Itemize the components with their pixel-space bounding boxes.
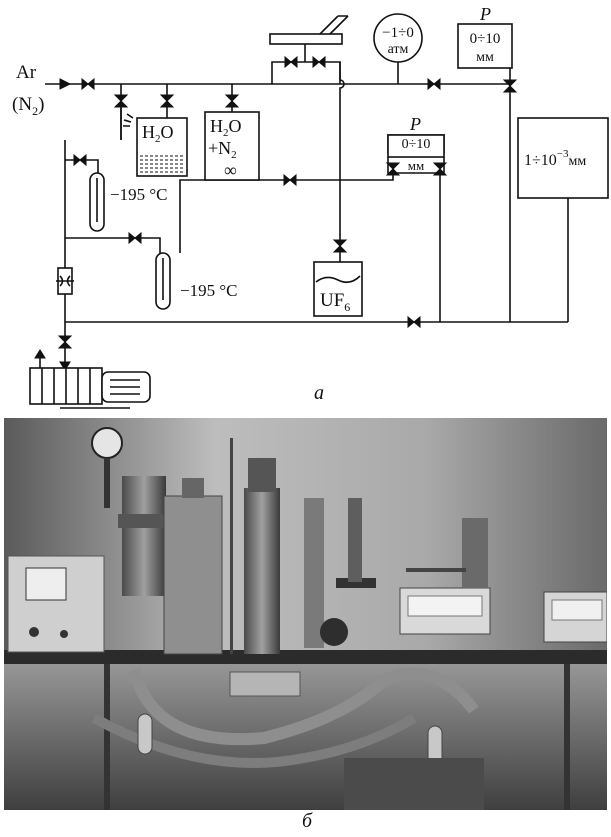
trap-upper-temp: −195 °C: [110, 185, 167, 204]
flask-water-label: H2O: [142, 122, 174, 145]
photo-manometer: [91, 427, 123, 459]
valve-uf6: [332, 239, 348, 253]
photo-hose: [128, 667, 479, 746]
vacuum-gauge-label: 1÷10−3мм: [524, 148, 586, 169]
p-gauge-top-unit: мм: [476, 50, 494, 65]
trap-lower-pipe: [65, 237, 161, 255]
valve-trap-lower: [128, 231, 142, 245]
top-chamber-funnel: [319, 15, 349, 35]
valve-bypass-right: [312, 55, 326, 69]
uf6-line: [339, 62, 345, 250]
p-gauge-mid-symbol: P: [409, 114, 421, 134]
uf6-vessel: [313, 261, 363, 317]
schematic-diagram: Ar (N2) −195 °C −195 °C H2O H2O: [12, 4, 609, 409]
panel-a-caption: а: [314, 382, 324, 404]
valve-bypass-left: [284, 55, 298, 69]
flask-water-tap: [123, 113, 134, 127]
p-gauge-mid-range: 0÷10: [402, 137, 431, 152]
apparatus-photo: [4, 418, 607, 810]
p-gauge-mid-unit: мм: [408, 158, 424, 173]
flask-water-n2-line3: ∞: [224, 160, 237, 180]
valve-trap-upper: [73, 153, 87, 167]
inlet-gas-alt-label: (N2): [12, 94, 44, 118]
valve-atm-gauge-line: [427, 77, 441, 91]
uf6-vessel-level: [315, 275, 361, 284]
photo-pump: [344, 758, 484, 810]
vacuum-gauge: [517, 117, 609, 199]
bypass-line: [271, 61, 341, 84]
uf6-vessel-label: UF6: [320, 290, 350, 314]
panel-b-caption: б: [302, 810, 313, 832]
valve-p-gauge-mid: [432, 162, 448, 176]
flask-water-n2-line2: +N2: [208, 138, 237, 161]
valve-pump: [57, 335, 73, 349]
vacuum-pump: [29, 367, 151, 409]
flask-water-n2: [204, 111, 260, 181]
photo-table: [4, 650, 607, 664]
valve-flask-water: [159, 94, 175, 108]
atm-gauge: [373, 13, 423, 63]
photo-cylinder-2: [163, 495, 223, 655]
flask-water-n2-line1: H2O: [210, 116, 242, 139]
atm-gauge-range: −1÷0: [382, 25, 414, 41]
trap-lower-temp: −195 °C: [180, 281, 237, 300]
flexible-joint: [56, 267, 74, 295]
trap-upper-pipe: [65, 159, 99, 175]
inlet-valve: [81, 77, 95, 91]
flask-water-level: [140, 155, 184, 173]
inlet-gas-label: Ar: [16, 62, 37, 83]
atm-gauge-unit: атм: [388, 42, 409, 57]
p-gauge-top-symbol: P: [479, 4, 491, 24]
photo-cylinder-1: [122, 476, 166, 596]
photo-column: [244, 488, 280, 654]
valve-p-gauge-top: [502, 79, 518, 93]
valve-flask-water-n2: [224, 94, 240, 108]
valve-trap-upper-feed: [113, 94, 129, 108]
top-chamber: [269, 33, 343, 45]
p-gauge-top-range: 0÷10: [470, 31, 501, 47]
inlet-arrow: [59, 78, 72, 90]
valve-vacuum-main: [407, 315, 421, 329]
p-gauge-top: [457, 23, 513, 69]
flask-water: [136, 117, 188, 177]
valve-mid-line: [283, 173, 297, 187]
